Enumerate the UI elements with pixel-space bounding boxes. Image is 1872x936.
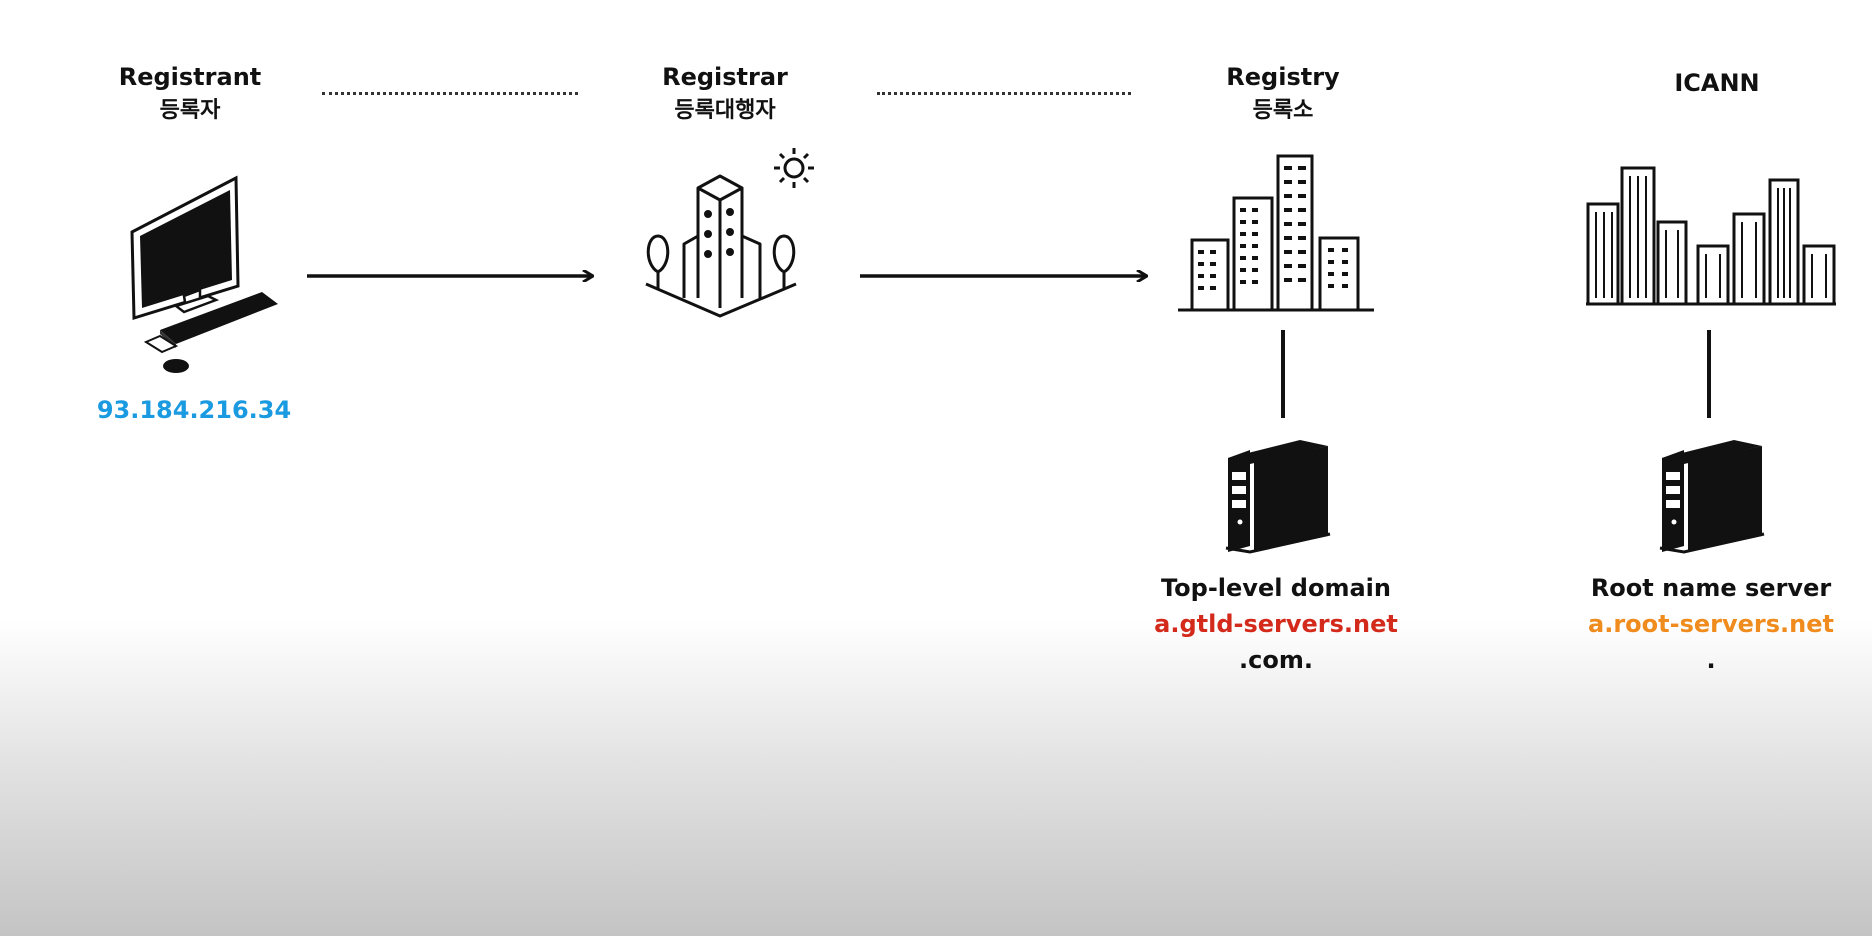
registrant-label: Registrant 등록자 xyxy=(90,60,290,128)
registry-title: Registry xyxy=(1226,63,1340,91)
registrar-title: Registrar xyxy=(662,63,788,91)
sun-icon xyxy=(774,148,814,188)
icann-label: ICANN xyxy=(1617,66,1817,100)
root-server-label: Root name server a.root-servers.net . xyxy=(1561,570,1861,678)
city-skyline-icon xyxy=(1586,166,1836,306)
tld-server-zone: .com. xyxy=(1239,646,1313,674)
root-server-zone: . xyxy=(1706,646,1716,674)
tld-server-label: Top-level domain a.gtld-servers.net .com… xyxy=(1126,570,1426,678)
registrant-registrar-dotted-line xyxy=(322,92,578,95)
tld-server-host: a.gtld-servers.net xyxy=(1154,610,1398,638)
desktop-computer-icon xyxy=(130,175,278,373)
registrant-subtitle: 등록자 xyxy=(159,98,221,123)
tld-server-name: Top-level domain xyxy=(1160,574,1391,602)
city-buildings-icon xyxy=(1178,154,1374,312)
registrar-subtitle: 등록대행자 xyxy=(674,98,776,123)
registrant-ip-address: 93.184.216.34 xyxy=(96,396,292,424)
registrar-registry-dotted-line xyxy=(877,92,1131,95)
icann-title: ICANN xyxy=(1674,69,1760,97)
registry-label: Registry 등록소 xyxy=(1183,60,1383,128)
registry-subtitle: 등록소 xyxy=(1252,98,1314,123)
tower-server-icon xyxy=(1659,440,1765,554)
tower-server-icon xyxy=(1225,440,1331,554)
office-building-icon xyxy=(645,174,797,318)
registrar-label: Registrar 등록대행자 xyxy=(620,60,830,128)
tree-icon xyxy=(646,234,796,290)
registrant-title: Registrant xyxy=(118,63,262,91)
root-server-name: Root name server xyxy=(1590,574,1832,602)
root-server-host: a.root-servers.net xyxy=(1588,610,1834,638)
